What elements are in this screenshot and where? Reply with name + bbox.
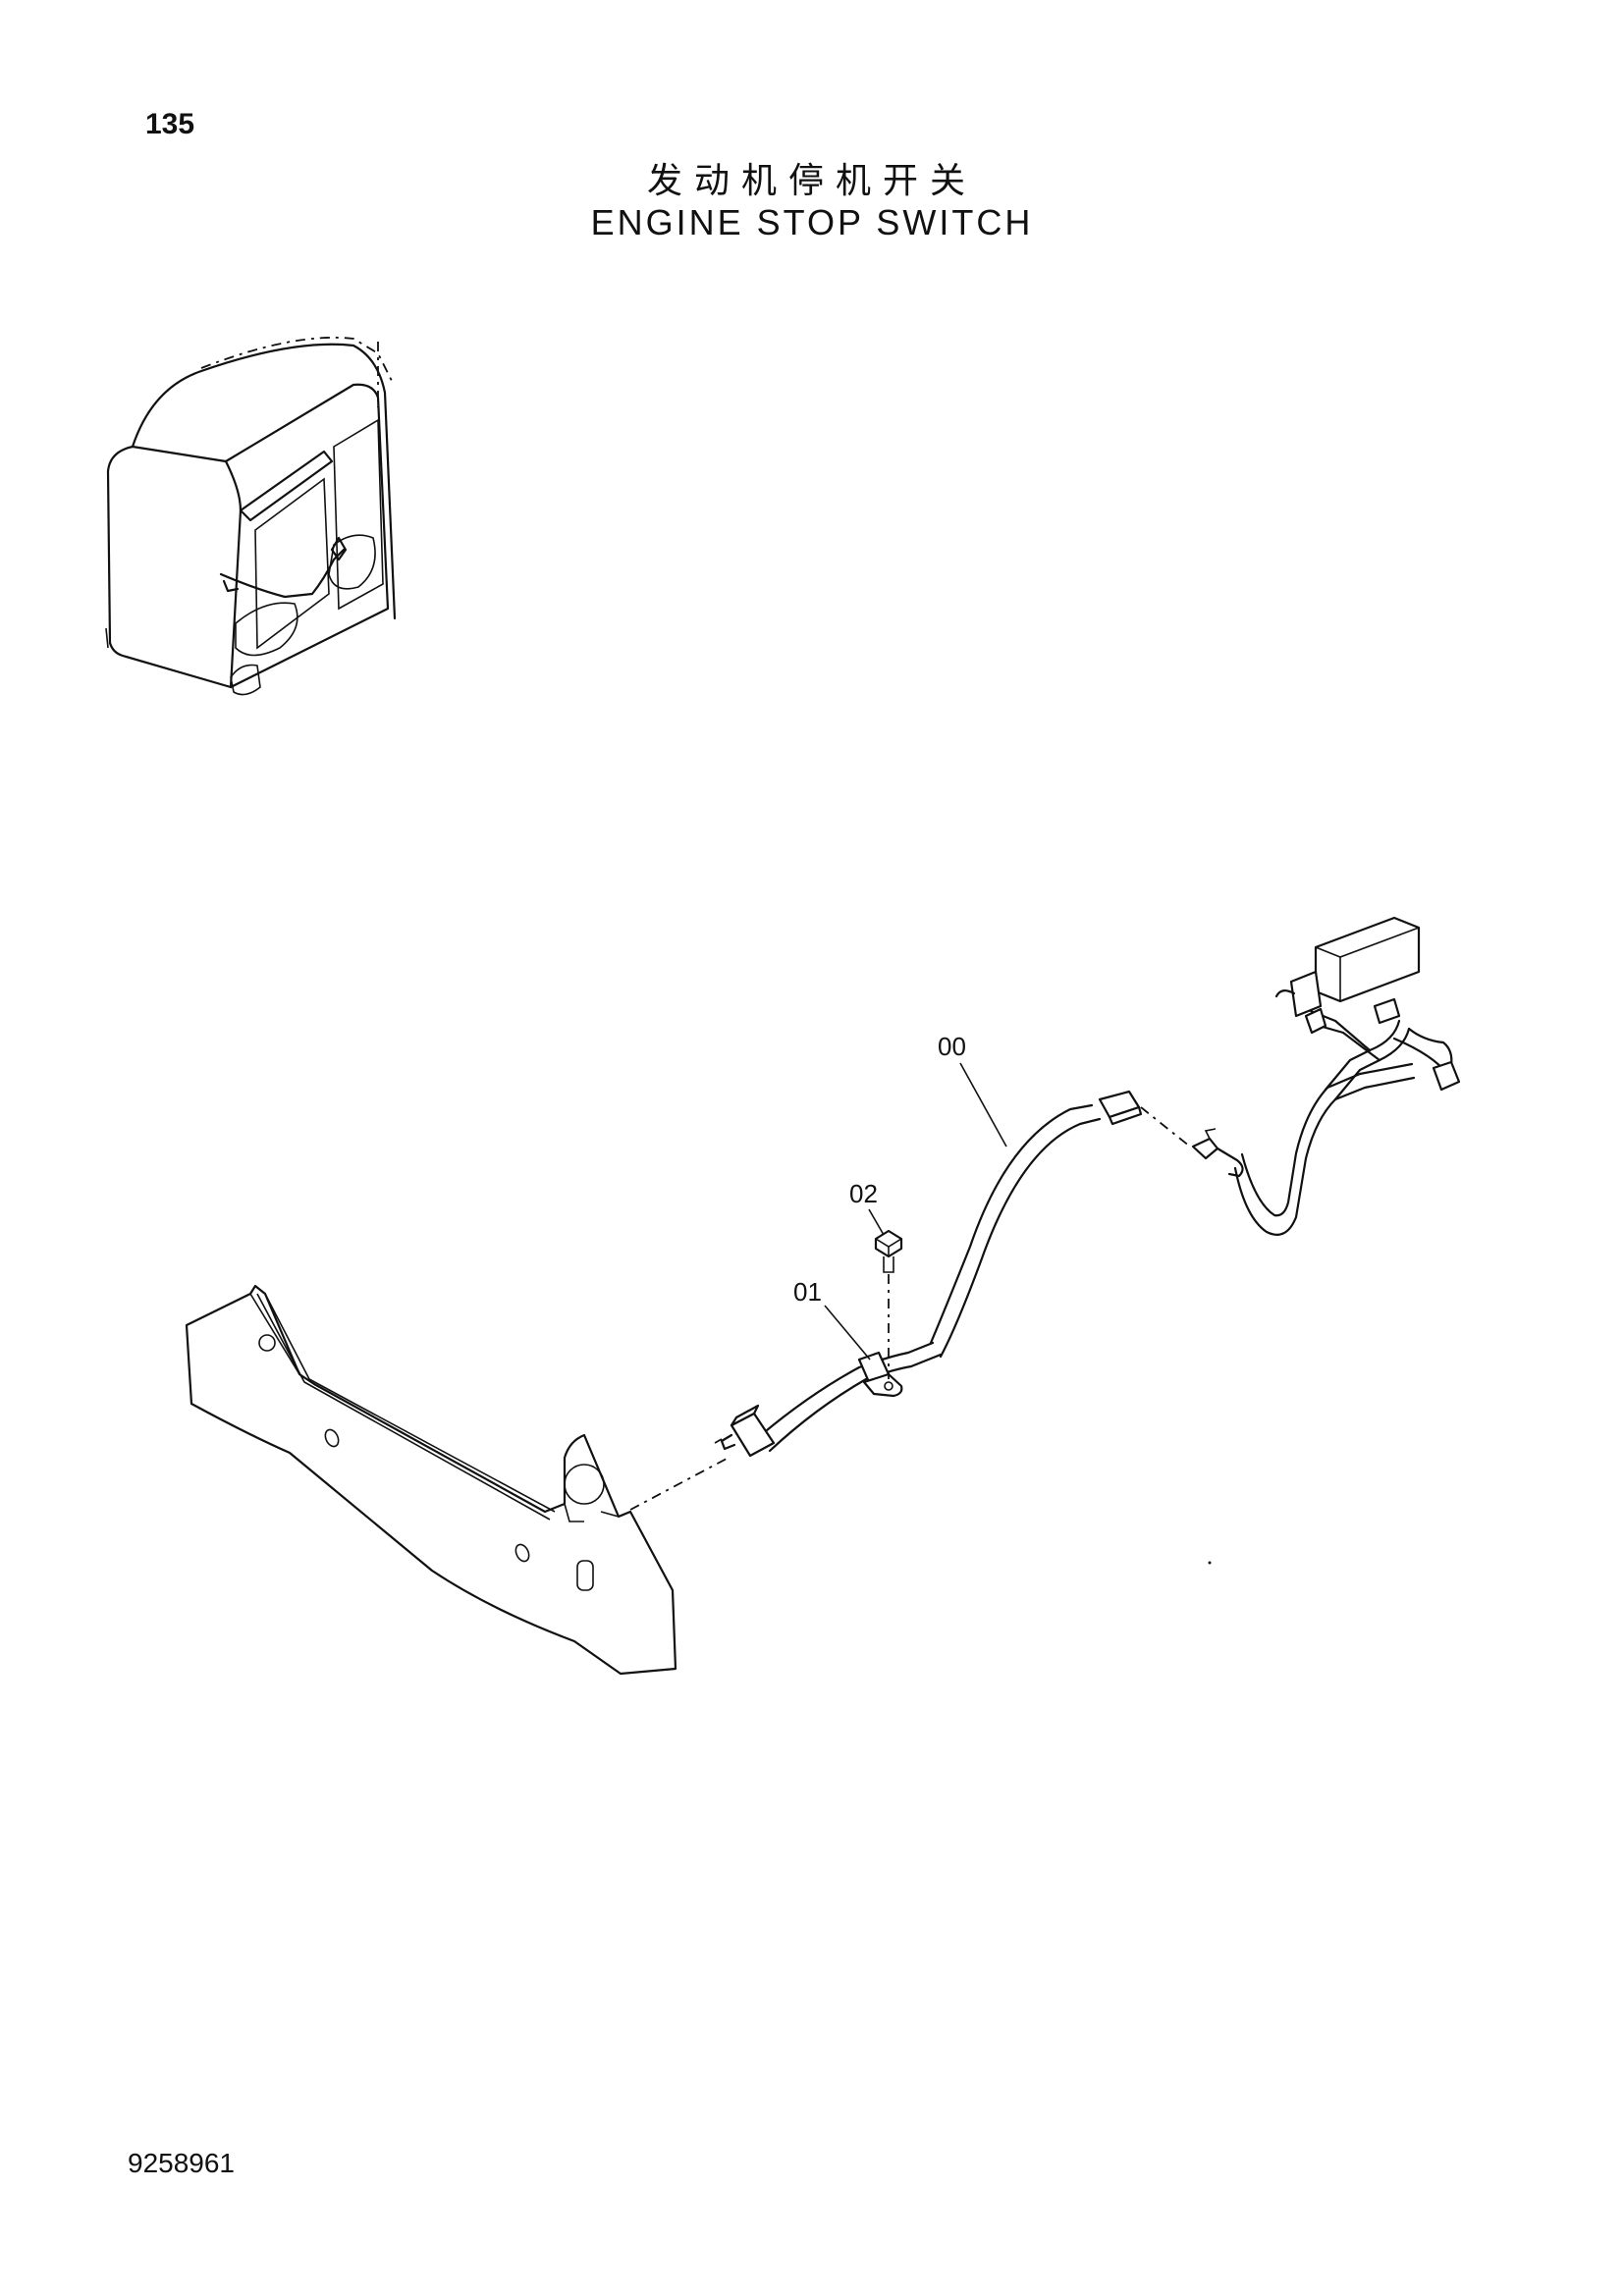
bolt-icon [874, 1229, 903, 1379]
wire-harness-icon [759, 916, 1461, 1453]
callout-clamp: 01 [793, 1277, 871, 1361]
page-number: 135 [145, 108, 195, 140]
page-title-chinese: 发动机停机开关 [646, 161, 977, 201]
stray-mark [1208, 1561, 1212, 1565]
page-title-english: ENGINE STOP SWITCH [590, 202, 1034, 242]
callout-bolt: 02 [849, 1179, 885, 1236]
cab-locator-icon [105, 336, 397, 696]
document-number: 9258961 [128, 2148, 236, 2178]
callout-label-clamp: 01 [793, 1277, 822, 1307]
engine-stop-switch-icon [714, 1404, 776, 1458]
callout-label-harness: 00 [938, 1032, 966, 1061]
callout-label-bolt: 02 [849, 1179, 878, 1208]
callout-harness: 00 [938, 1032, 1007, 1148]
clamp-icon [857, 1351, 903, 1398]
console-panel-icon [185, 1284, 728, 1676]
